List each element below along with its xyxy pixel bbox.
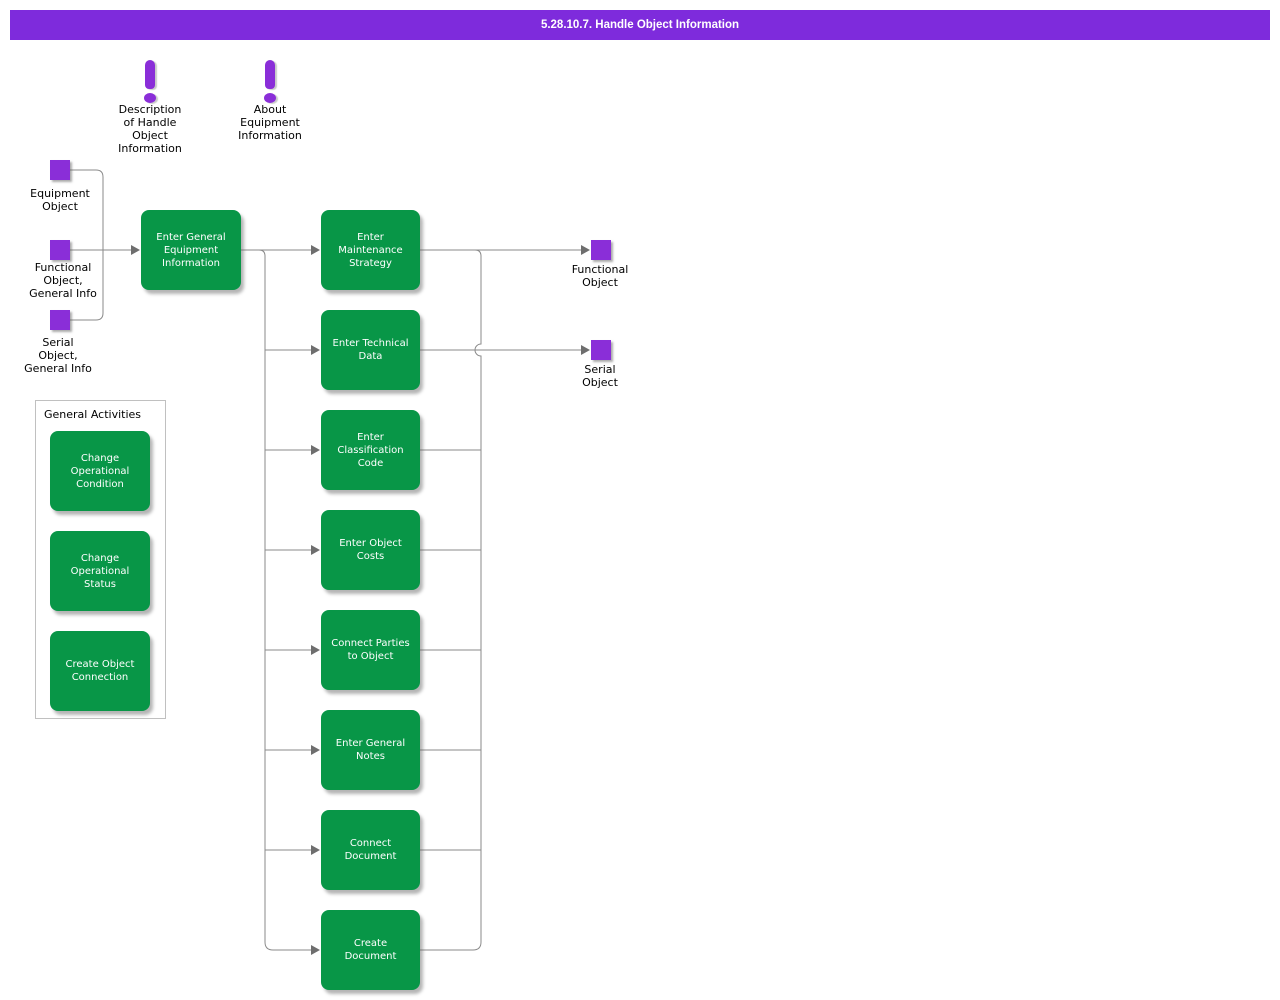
page-title: 5.28.10.7. Handle Object Information	[10, 10, 1270, 40]
serial-object-label: Serial Object	[582, 363, 618, 389]
exclamation-icon[interactable]	[140, 60, 160, 105]
process-enter-general-notes[interactable]: Enter General Notes	[321, 710, 420, 790]
process-create-object-connection[interactable]: Create Object Connection	[50, 631, 150, 711]
process-connect-parties-to-object[interactable]: Connect Parties to Object	[321, 610, 420, 690]
serial-object-icon[interactable]	[591, 340, 611, 360]
exclamation-dot	[264, 93, 276, 103]
exclamation-icon[interactable]	[260, 60, 280, 105]
exclamation-bar	[265, 60, 275, 89]
note-label-description: Description of Handle Object Information	[118, 103, 182, 155]
serial-object-general-info-icon[interactable]	[50, 310, 70, 330]
exclamation-dot	[144, 93, 156, 103]
note-label-about: About Equipment Information	[238, 103, 302, 142]
process-enter-classification-code[interactable]: Enter Classification Code	[321, 410, 420, 490]
process-enter-technical-data[interactable]: Enter Technical Data	[321, 310, 420, 390]
process-enter-general-equipment-information[interactable]: Enter General Equipment Information	[141, 210, 241, 290]
functional-object-general-info-label: Functional Object, General Info	[29, 261, 97, 300]
process-change-operational-condition[interactable]: Change Operational Condition	[50, 431, 150, 511]
general-activities-title: General Activities	[44, 408, 142, 421]
functional-object-general-info-icon[interactable]	[50, 240, 70, 260]
process-create-document[interactable]: Create Document	[321, 910, 420, 990]
serial-object-general-info-label: Serial Object, General Info	[24, 336, 92, 375]
process-enter-maintenance-strategy[interactable]: Enter Maintenance Strategy	[321, 210, 420, 290]
process-enter-object-costs[interactable]: Enter Object Costs	[321, 510, 420, 590]
process-change-operational-status[interactable]: Change Operational Status	[50, 531, 150, 611]
exclamation-bar	[145, 60, 155, 89]
functional-object-icon[interactable]	[591, 240, 611, 260]
process-connect-document[interactable]: Connect Document	[321, 810, 420, 890]
equipment-object-label: Equipment Object	[30, 187, 90, 213]
functional-object-label: Functional Object	[571, 263, 629, 289]
general-activities-panel: General Activities Change Operational Co…	[35, 400, 166, 719]
equipment-object-icon[interactable]	[50, 160, 70, 180]
